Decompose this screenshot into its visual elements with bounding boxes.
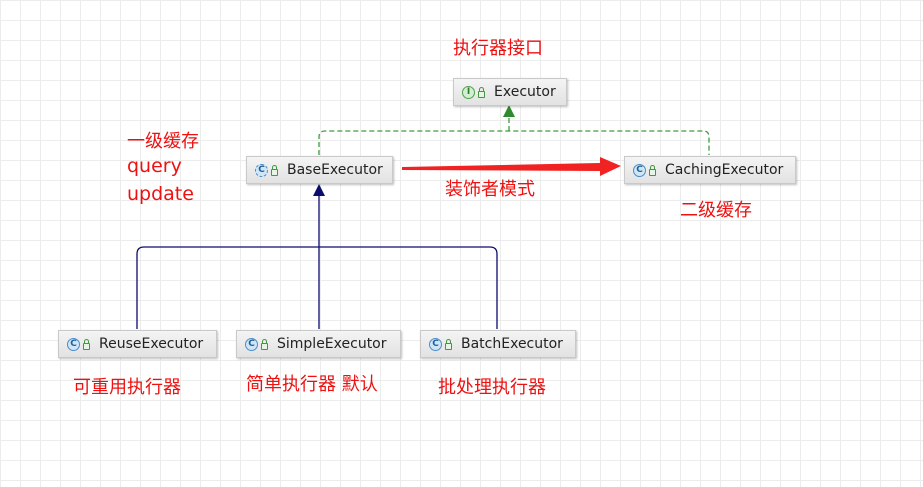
lock-icon [261,338,268,350]
lock-icon [83,338,90,350]
caching-executor-node[interactable]: C CachingExecutor [624,156,796,184]
executor-interface-note: 执行器接口 [453,38,543,59]
simple-executor-node[interactable]: C SimpleExecutor [236,330,401,358]
lock-icon [649,164,656,176]
executor-node[interactable]: I Executor [453,78,567,106]
batch-executor-node[interactable]: C BatchExecutor [420,330,576,358]
decorator-pattern-note: 装饰者模式 [445,179,535,200]
executor-label: Executor [494,84,556,100]
simple-executor-label: SimpleExecutor [277,336,387,352]
lock-icon [271,164,278,176]
reuse-executor-note: 可重用执行器 [73,377,181,398]
query-note: query [127,155,182,177]
class-icon: C [245,337,258,351]
extends-arrowhead [313,184,325,196]
lock-icon [445,338,452,350]
reuse-executor-node[interactable]: C ReuseExecutor [58,330,217,358]
batch-executor-label: BatchExecutor [461,336,563,352]
simple-executor-note: 简单执行器 默认 [246,374,378,395]
class-icon: C [67,337,80,351]
abstract-class-icon: C [255,163,268,177]
level1-cache-note: 一级缓存 [127,131,199,152]
implements-connector [318,116,710,155]
decorator-arrow [402,157,621,176]
caching-executor-label: CachingExecutor [665,162,784,178]
extends-connector [136,196,498,329]
reuse-executor-label: ReuseExecutor [99,336,204,352]
base-executor-label: BaseExecutor [287,162,383,178]
base-executor-node[interactable]: C BaseExecutor [246,156,393,184]
implements-arrowhead [503,105,515,117]
batch-executor-note: 批处理执行器 [438,377,546,398]
lock-icon [478,86,485,98]
class-icon: C [429,337,442,351]
class-icon: C [633,163,646,177]
level2-cache-note: 二级缓存 [680,200,752,221]
interface-icon: I [462,85,475,99]
update-note: update [127,183,194,205]
